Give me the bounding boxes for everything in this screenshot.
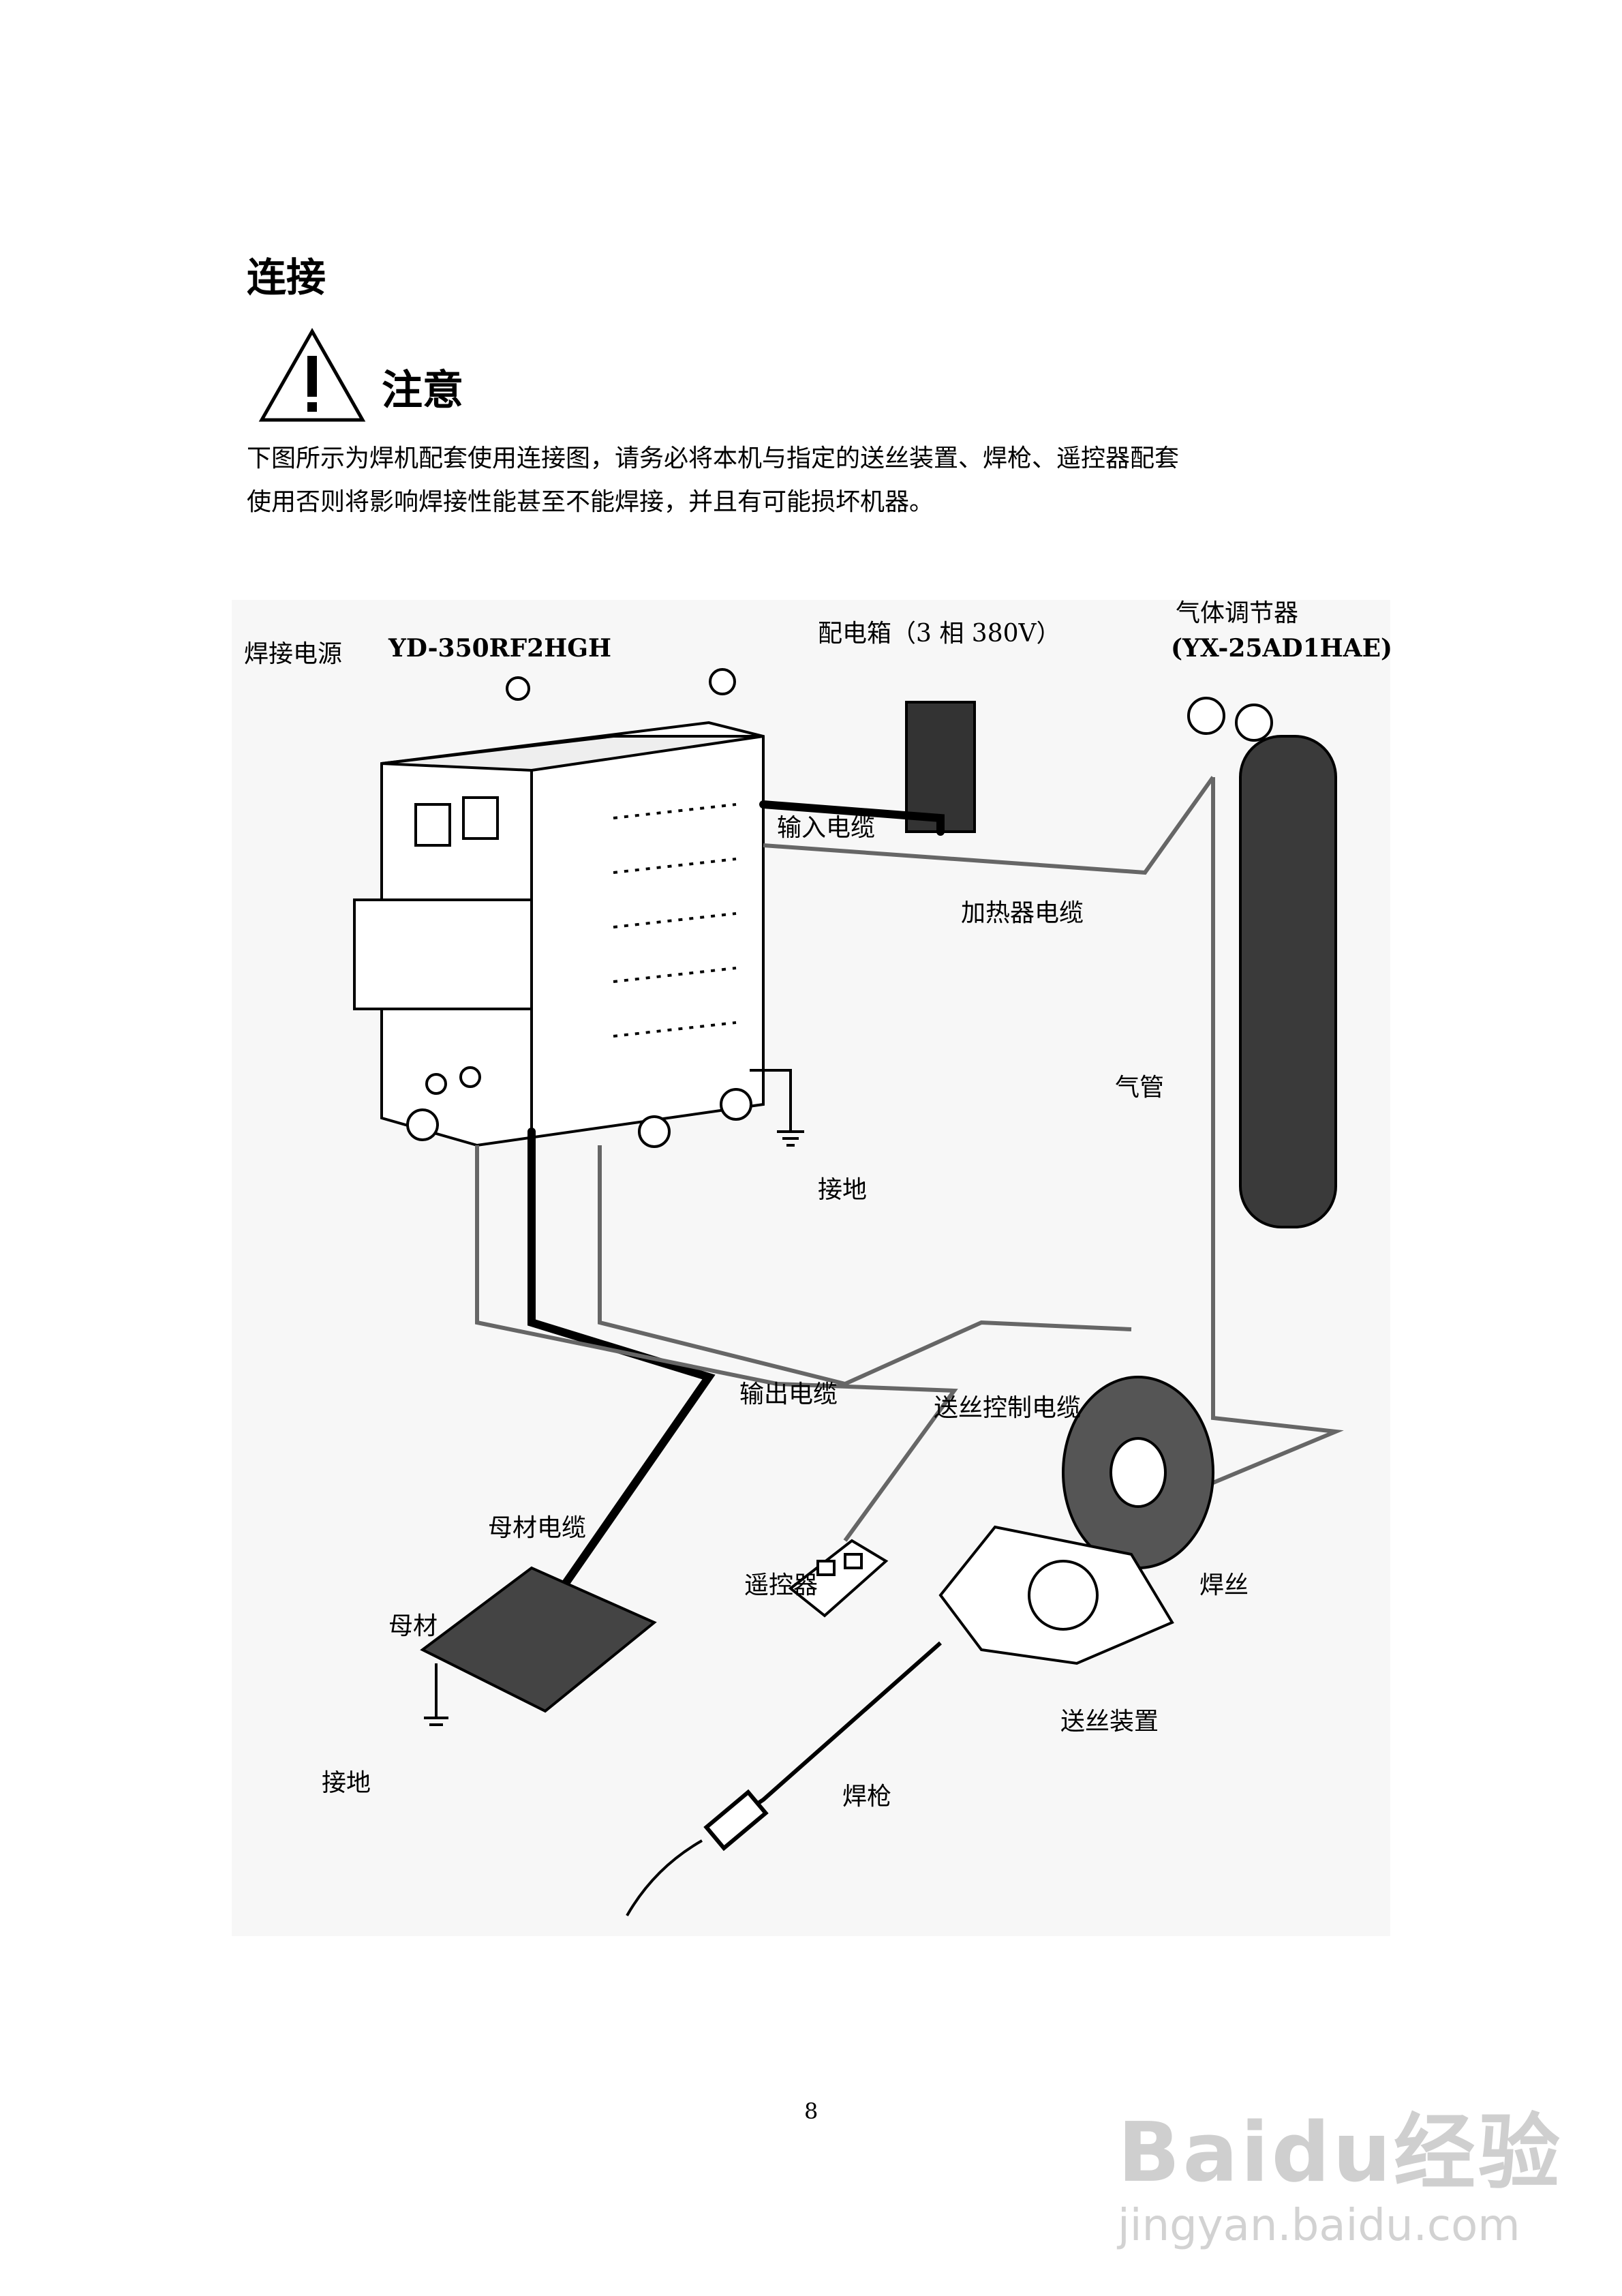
base-metal-label: 母材 [388, 1612, 438, 1640]
wire-feeder-illustration [938, 1376, 1214, 1665]
remote-control-illustration [788, 1539, 889, 1618]
intro-line-2: 使用否则将影响焊接性能甚至不能焊接，并且有可能损坏机器。 [247, 488, 934, 516]
distribution-box-label: 配电箱（3 相 380V） [818, 620, 1061, 648]
section-title: 连接 [247, 254, 326, 301]
watermark-url: jingyan.baidu.com [1118, 2201, 1520, 2251]
feeder-control-cable-label: 送丝控制电缆 [934, 1394, 1082, 1422]
power-source-label: 焊接电源 [244, 640, 343, 668]
ground-label-1: 接地 [818, 1176, 868, 1204]
torch-label: 焊枪 [842, 1783, 892, 1811]
distribution-box-illustration [905, 701, 976, 833]
warning-triangle-icon [258, 327, 366, 422]
ground-label-2: 接地 [322, 1769, 371, 1797]
gas-regulator-label: 气体调节器 [1176, 599, 1299, 627]
remote-control-label: 遥控器 [744, 1571, 818, 1599]
watermark-brand: Baidu经验 [1118, 2106, 1563, 2201]
welding-power-source-illustration [353, 668, 765, 1148]
baidu-watermark: Baidu经验 jingyan.baidu.com [1118, 2086, 1595, 2284]
page-number: 8 [804, 2098, 818, 2124]
power-source-model: YD-350RF2HGH [388, 634, 611, 663]
connection-diagram [232, 600, 1390, 1936]
wire-feeder-label: 送丝装置 [1060, 1708, 1159, 1736]
input-cable-label: 输入电缆 [777, 814, 876, 842]
welding-wire-label: 焊丝 [1199, 1571, 1249, 1599]
welding-torch-illustration [626, 1641, 942, 1916]
base-metal-cable-label: 母材电缆 [488, 1514, 587, 1542]
gas-regulator-model: (YX-25AD1HAE) [1171, 634, 1393, 663]
gas-cylinder-illustration [1187, 697, 1337, 1228]
intro-line-1: 下图所示为焊机配套使用连接图，请务必将本机与指定的送丝装置、焊枪、遥控器配套 [247, 444, 1180, 472]
base-metal-illustration [420, 1566, 657, 1726]
gas-hose-label: 气管 [1115, 1074, 1165, 1102]
heater-cable-label: 加热器电缆 [961, 899, 1084, 927]
output-cable-label: 输出电缆 [739, 1380, 838, 1408]
warning-title: 注意 [382, 367, 463, 414]
